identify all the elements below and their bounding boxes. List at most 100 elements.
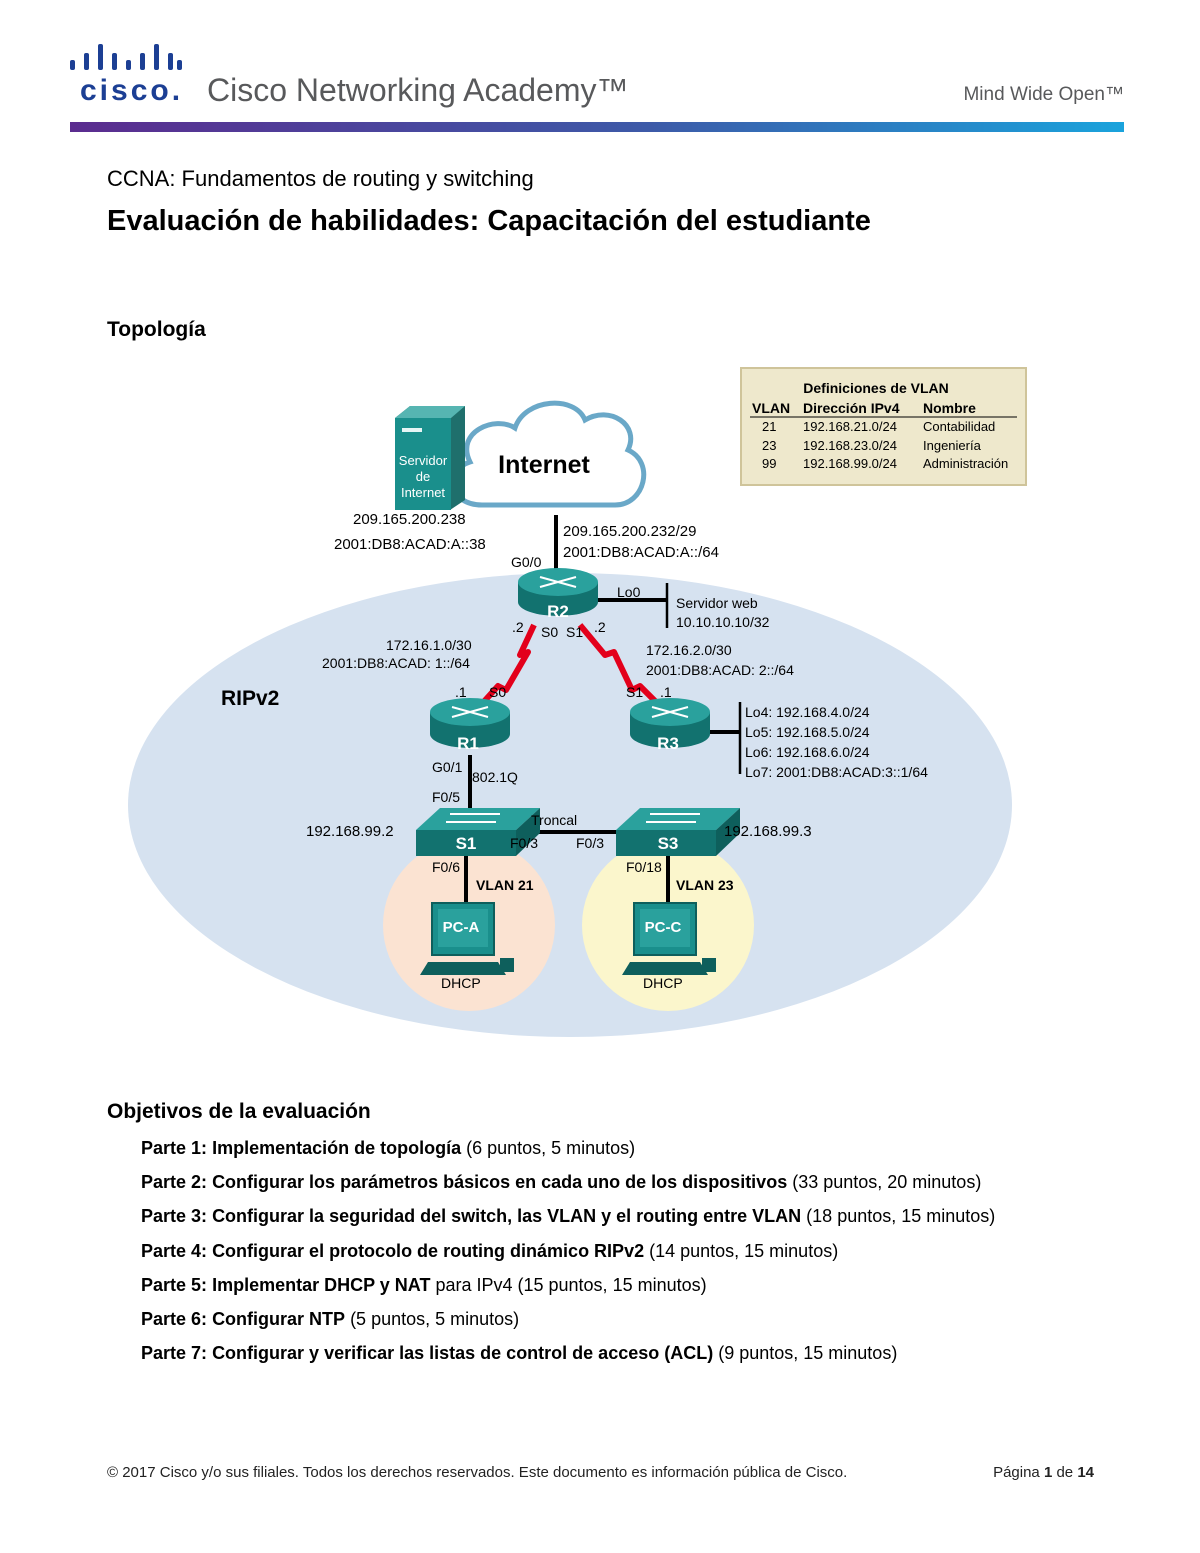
cisco-logo-bars-icon — [70, 44, 182, 70]
objective-label: Parte 3: — [141, 1206, 208, 1227]
vlan-table-header: Nombre — [923, 400, 976, 416]
s1-ip-label: 192.168.99.2 — [306, 823, 394, 840]
switch-s3-icon: S3 — [616, 808, 740, 856]
r2-lo0-label: Lo0 — [617, 584, 641, 600]
r3-s1-host-label: .1 — [660, 684, 672, 700]
pc-c-icon: PC-C — [622, 902, 716, 975]
server-label: de — [416, 469, 430, 484]
objective-item: Parte 5: Implementar DHCP y NAT para IPv… — [141, 1273, 995, 1307]
objective-name: Configurar los parámetros básicos en cad… — [212, 1172, 788, 1193]
link1-ipv4-label: 172.16.1.0/30 — [386, 637, 472, 653]
vlan-table-cell: 192.168.99.0/24 — [803, 456, 897, 471]
objective-item: Parte 3: Configurar la seguridad del swi… — [141, 1204, 995, 1238]
internet-label: Internet — [498, 451, 590, 479]
vlan-table-cell: Administración — [923, 456, 1008, 471]
vlan-table-cell: 99 — [762, 456, 776, 471]
r3-loopback-label: Lo6: 192.168.6.0/24 — [745, 744, 870, 760]
web-server-label: Servidor web — [676, 595, 758, 611]
vlan-table-cell: 21 — [762, 419, 776, 434]
vlan-table-title: Definiciones de VLAN — [803, 380, 948, 396]
objective-item: Parte 1: Implementación de topología (6 … — [141, 1136, 995, 1170]
r3-loopback-label: Lo7: 2001:DB8:ACAD:3::1/64 — [745, 764, 928, 780]
objective-name: Implementación de topología — [212, 1138, 462, 1158]
internet-server-icon: Servidor de Internet — [395, 406, 465, 510]
vlan-table-header: VLAN — [752, 400, 790, 416]
link1-ipv6-label: 2001:DB8:ACAD: 1::/64 — [322, 655, 470, 671]
objective-label: Parte 5: — [141, 1274, 208, 1295]
topology-heading: Topología — [107, 318, 206, 341]
objective-name: Implementar DHCP y NAT — [212, 1274, 431, 1295]
objective-detail: (6 puntos, 5 minutos) — [461, 1138, 636, 1158]
page-title: Evaluación de habilidades: Capacitación … — [107, 205, 871, 237]
vlan-table-header: Dirección IPv4 — [803, 400, 900, 416]
r1-g01-label: G0/1 — [432, 759, 463, 775]
router-label: R3 — [657, 734, 679, 753]
header-academy-title: Cisco Networking Academy™ — [207, 72, 629, 108]
cisco-logo-wordmark: cisco. — [80, 74, 184, 107]
footer-copyright: © 2017 Cisco y/o sus filiales. Todos los… — [107, 1464, 848, 1481]
router-r1-icon: R1 — [430, 698, 510, 753]
objective-name: Configurar el protocolo de routing dinám… — [212, 1240, 645, 1261]
vlan-table-cell: 23 — [762, 438, 776, 453]
vlan-table-cell: 192.168.23.0/24 — [803, 438, 897, 453]
objective-detail: (33 puntos, 20 minutos) — [787, 1172, 982, 1193]
pcc-dhcp-label: DHCP — [643, 975, 683, 991]
header-gradient-bar — [70, 122, 1124, 132]
topology-diagram: Definiciones de VLAN VLAN Dirección IPv4… — [128, 367, 1027, 1037]
objective-detail: para IPv4 (15 puntos, 15 minutos) — [430, 1274, 707, 1295]
objective-item: Parte 7: Configurar y verificar las list… — [141, 1341, 995, 1375]
dot1q-label: 802.1Q — [472, 769, 518, 785]
link2-ipv4-label: 172.16.2.0/30 — [646, 642, 732, 658]
objectives-heading: Objetivos de la evaluación — [107, 1100, 371, 1123]
objective-label: Parte 2: — [141, 1172, 208, 1193]
router-label: R2 — [547, 602, 569, 621]
switch-label: S1 — [456, 834, 477, 853]
ripv2-region — [128, 573, 1012, 1037]
link2-ipv6-label: 2001:DB8:ACAD: 2::/64 — [646, 662, 794, 678]
server-ipv4-label: 209.165.200.238 — [353, 511, 466, 528]
r3-loopback-label: Lo4: 192.168.4.0/24 — [745, 704, 870, 720]
r2-s0-host-label: .2 — [512, 619, 524, 635]
internet-cloud: Internet — [450, 400, 647, 508]
server-label: Servidor — [399, 453, 448, 468]
vlan21-label: VLAN 21 — [476, 877, 534, 893]
server-ipv6-label: 2001:DB8:ACAD:A::38 — [334, 536, 486, 553]
pca-dhcp-label: DHCP — [441, 975, 481, 991]
pc-label: PC-A — [443, 919, 480, 936]
r1-s0-host-label: .1 — [455, 684, 467, 700]
s3-f03-label: F0/3 — [576, 835, 604, 851]
objective-label: Parte 4: — [141, 1240, 208, 1261]
page-total: 14 — [1077, 1464, 1094, 1481]
r2-s0-label: S0 — [541, 624, 558, 640]
switch-s1-icon: S1 — [416, 808, 540, 856]
r2-s1-host-label: .2 — [594, 619, 606, 635]
ripv2-label: RIPv2 — [221, 687, 279, 710]
page-prefix: Página — [993, 1464, 1044, 1481]
vlan-table-cell: Contabilidad — [923, 419, 995, 434]
serial-link-r2-r3 — [577, 623, 663, 709]
objective-detail: (5 puntos, 5 minutos) — [345, 1308, 520, 1329]
pc-label: PC-C — [645, 919, 682, 936]
r2-g00-label: G0/0 — [511, 554, 542, 570]
header-tagline: Mind Wide Open™ — [963, 84, 1124, 105]
s3-ip-label: 192.168.99.3 — [724, 823, 812, 840]
isp-ipv6-label: 2001:DB8:ACAD:A::/64 — [563, 544, 719, 561]
r2-s1-label: S1 — [566, 624, 583, 640]
objective-item: Parte 2: Configurar los parámetros básic… — [141, 1170, 995, 1204]
footer-page-number: Página 1 de 14 — [993, 1464, 1094, 1481]
router-label: R1 — [457, 734, 479, 753]
objective-label: Parte 1: — [141, 1138, 208, 1158]
vlan-definitions-table: Definiciones de VLAN VLAN Dirección IPv4… — [740, 367, 1027, 486]
r1-s0-label: S0 — [489, 684, 506, 700]
r3-loopback-label: Lo5: 192.168.5.0/24 — [745, 724, 870, 740]
objectives-list: Parte 1: Implementación de topología (6 … — [141, 1136, 995, 1375]
isp-ipv4-label: 209.165.200.232/29 — [563, 523, 696, 540]
switch-label: S3 — [658, 834, 679, 853]
objective-item: Parte 4: Configurar el protocolo de rout… — [141, 1239, 995, 1273]
objective-detail: (18 puntos, 15 minutos) — [801, 1206, 996, 1227]
s1-f03-label: F0/3 — [510, 835, 538, 851]
vlan-table-cell: Ingeniería — [923, 438, 982, 453]
pc-a-icon: PC-A — [420, 902, 514, 975]
trunk-label: Troncal — [531, 812, 577, 828]
page-current: 1 — [1043, 1464, 1053, 1481]
